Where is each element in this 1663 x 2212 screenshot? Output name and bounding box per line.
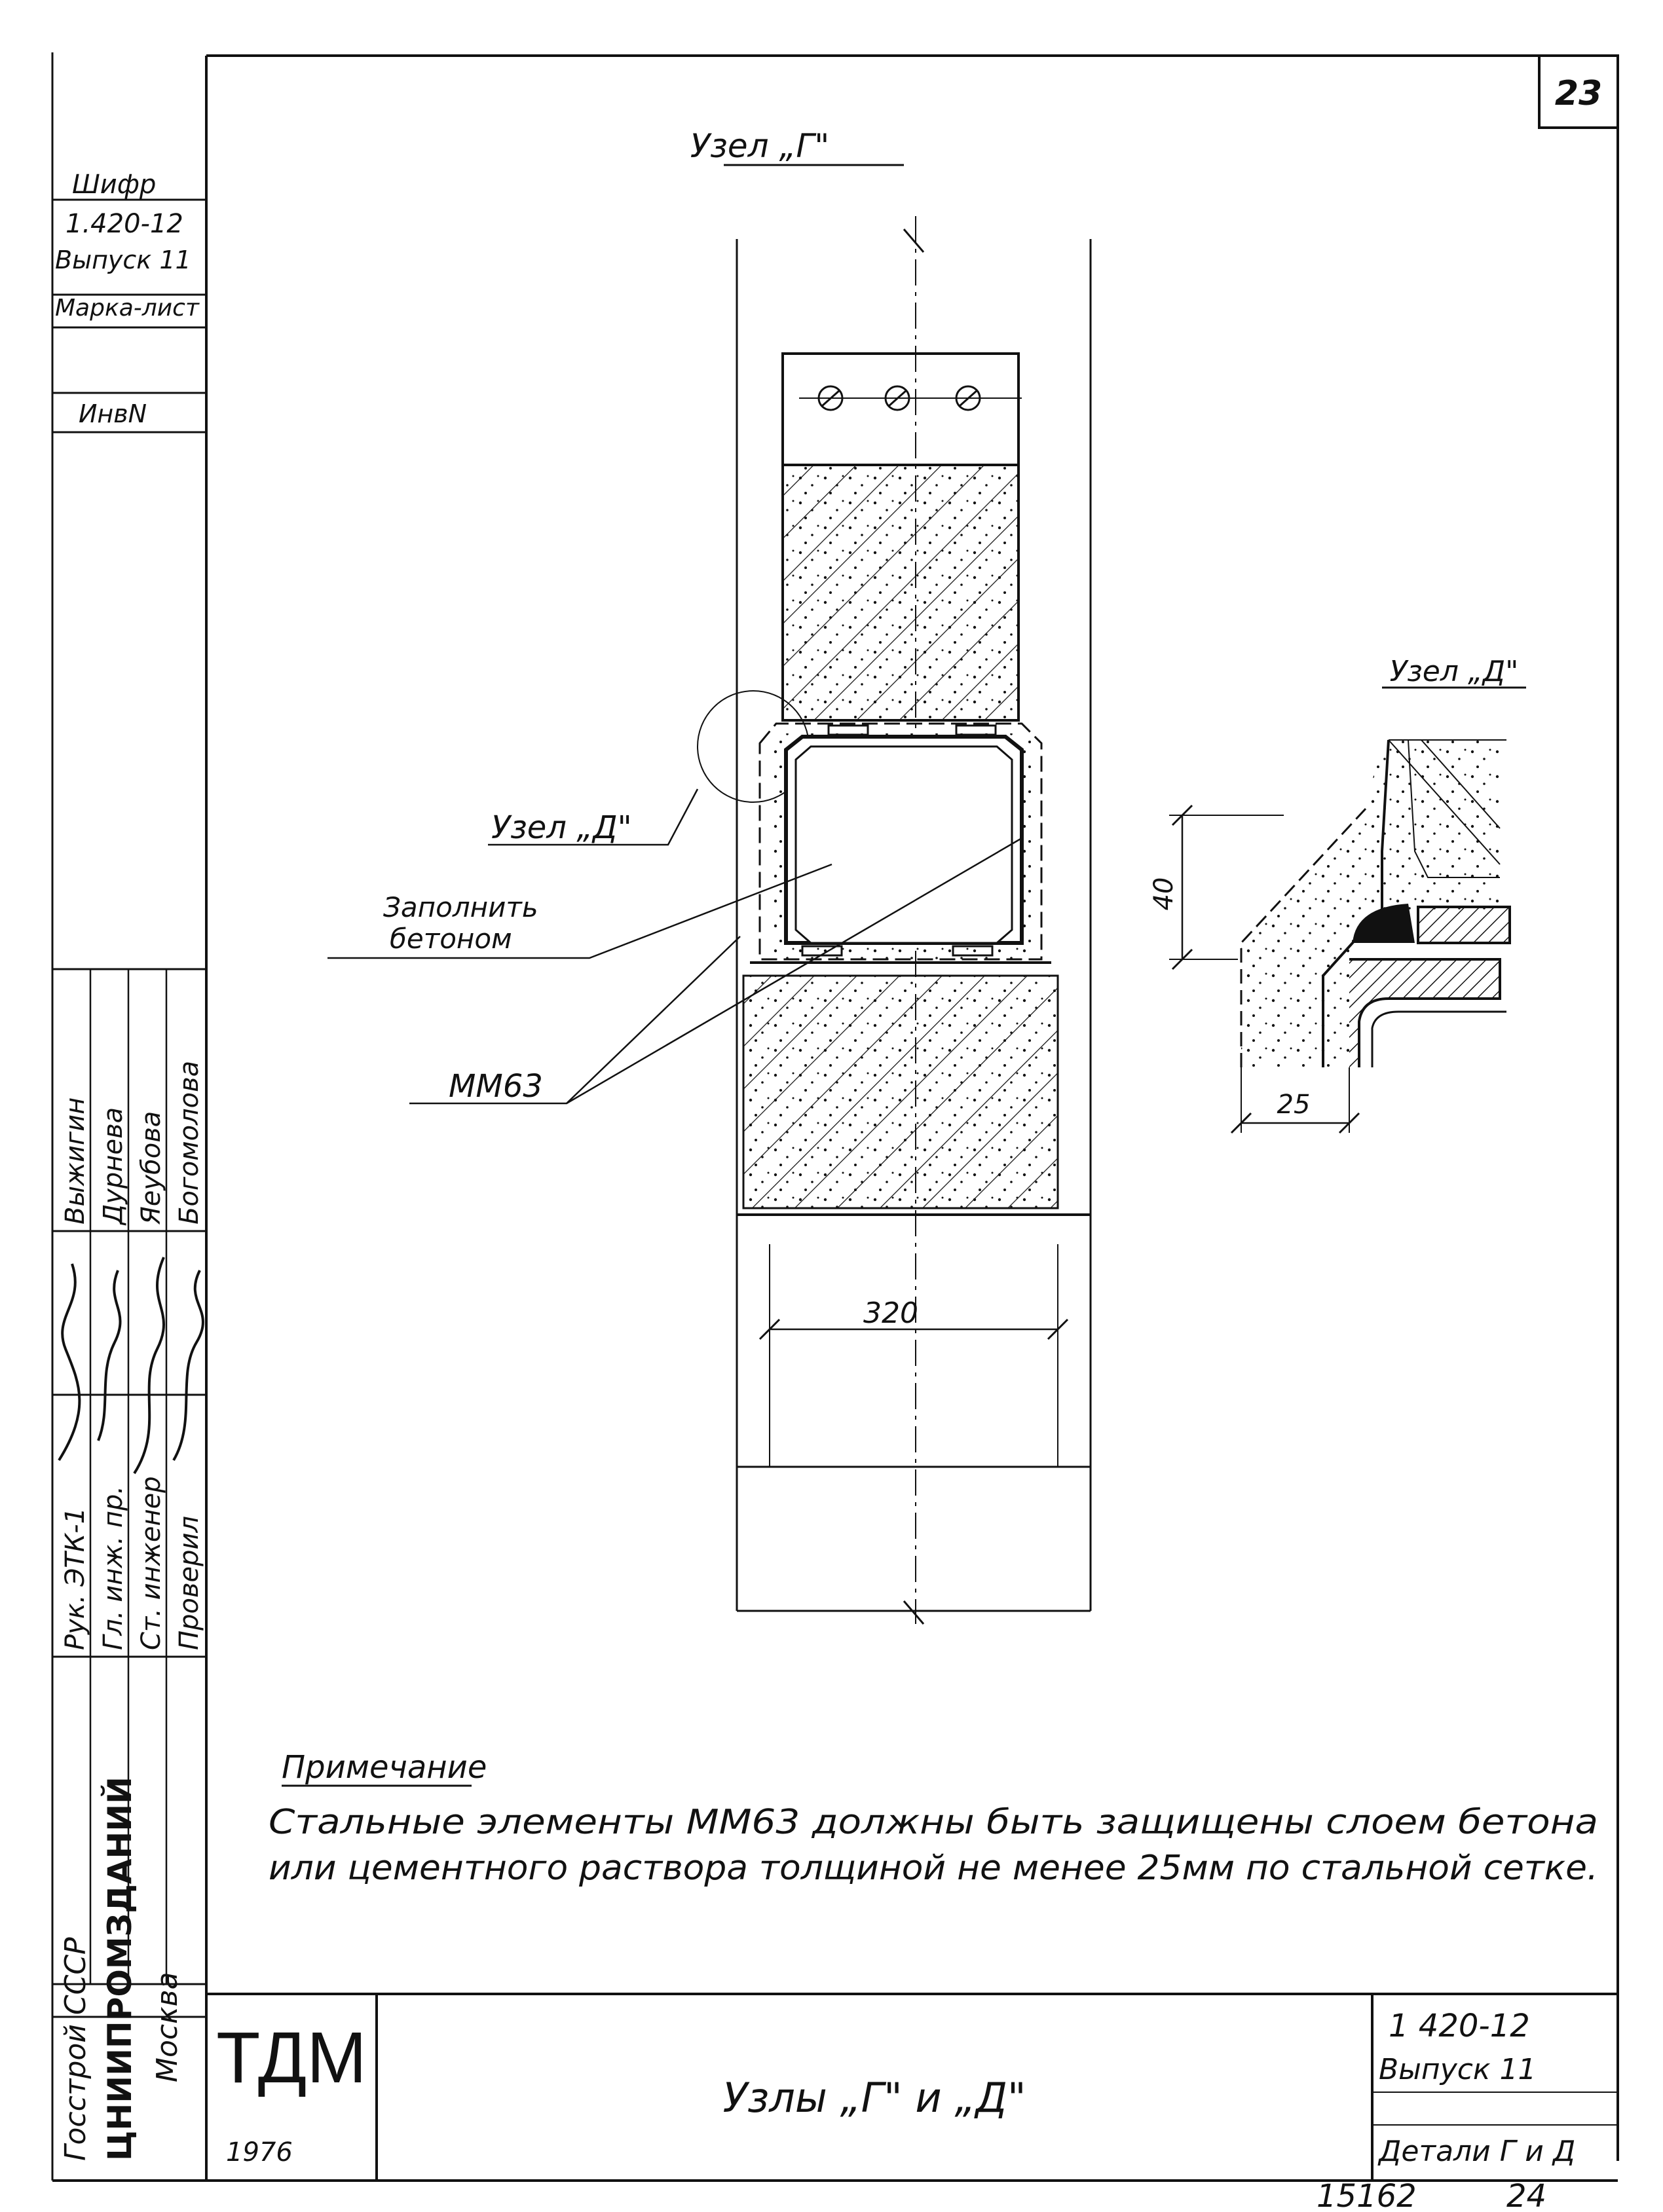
org-line-3: Москва (151, 1972, 184, 2082)
side-stamp-cipher: Шифр 1.420-12 Выпуск 11 Марка-лист ИнвN (52, 170, 206, 433)
title-year: 1976 (226, 2137, 293, 2167)
rebar-circles (817, 385, 981, 411)
role-3: Ст. инженер (136, 1476, 166, 1650)
note-line-1: Стальные элементы ММ63 должны быть защищ… (269, 1803, 1598, 1842)
note-line-2: или цементного раствора толщиной не мене… (269, 1849, 1598, 1888)
signatures (58, 1257, 204, 1475)
dim-320: 320 (863, 1297, 918, 1330)
series-mark: ТДМ (216, 2018, 367, 2098)
title-part: Детали Г и Д (1377, 2135, 1575, 2168)
dim-25: 25 (1277, 1090, 1311, 1120)
footer-page: 24 (1506, 2178, 1546, 2212)
cipher-issue: Выпуск 11 (55, 246, 191, 274)
role-4: Проверил (174, 1516, 204, 1650)
title-block: ТДМ 1976 Узлы „Г" и „Д" 1 420-12 Выпуск … (206, 1993, 1618, 2181)
detail-g-title: Узел „Г" (690, 127, 829, 165)
sheet-number-box: 23 (1538, 54, 1619, 129)
title-issue: Выпуск 11 (1379, 2053, 1536, 2086)
side-stamp-signatures: Рук. ЭТК-1 Гл. инж. пр. Ст. инженер Пров… (51, 968, 208, 2161)
inv-no-label: ИнвN (79, 399, 147, 428)
org-line-2: ЦНИИПРОМЗДАНИЙ (100, 1777, 139, 2161)
callout-node-d: Узел „Д" (491, 809, 632, 846)
footer-code: 15162 (1317, 2178, 1417, 2212)
dim-40: 40 (1149, 877, 1179, 911)
cipher-label: Шифр (72, 170, 156, 200)
name-4: Богомолова (174, 1061, 204, 1225)
detail-d-drawing: 40 25 (1149, 739, 1511, 1134)
fill-note-line-2: бетоном (390, 923, 512, 955)
name-2: Дурнева (98, 1107, 128, 1226)
name-3: Яеубова (136, 1111, 166, 1225)
role-1: Рук. ЭТК-1 (60, 1507, 90, 1650)
org-line-1: Госстрой СССР (59, 1937, 92, 2161)
detail-d-title: Узел „Д" (1390, 655, 1519, 688)
title-code: 1 420-12 (1389, 2008, 1530, 2044)
name-1: Выжигин (60, 1097, 90, 1225)
detail-g-drawing: 320 (327, 216, 1092, 1625)
cipher-value: 1.420-12 (65, 209, 183, 239)
note-heading: Примечание (282, 1749, 487, 1786)
element-mark: ММ63 (449, 1068, 543, 1105)
role-2: Гл. инж. пр. (98, 1486, 128, 1650)
sheet-number: 23 (1555, 74, 1602, 113)
mark-sheet-label: Марка-лист (55, 295, 200, 322)
drawing-title: Узлы „Г" и „Д" (722, 2074, 1026, 2122)
fill-note-line-1: Заполнить (383, 891, 538, 923)
